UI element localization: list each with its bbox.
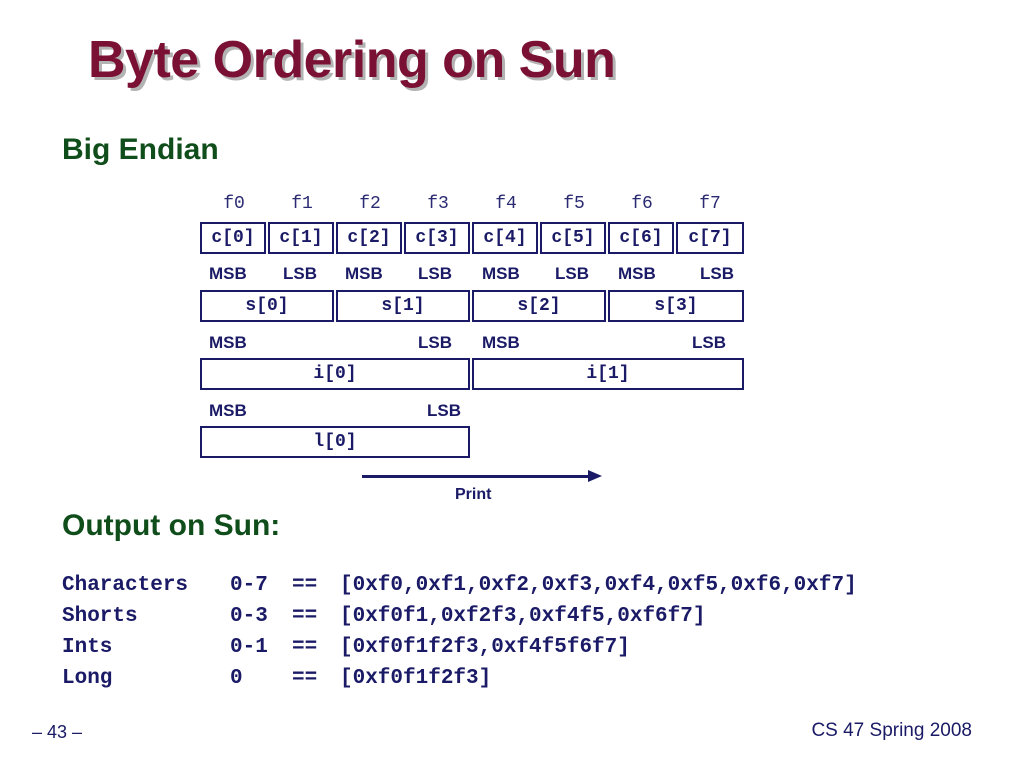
address-label: f1 <box>291 194 313 214</box>
output-value: [0xf0f1f2f3] <box>340 667 492 690</box>
address-label: f6 <box>631 194 653 214</box>
char-cell: c[4] <box>472 222 538 254</box>
address-label: f2 <box>359 194 381 214</box>
output-value: [0xf0f1f2f3,0xf4f5f6f7] <box>340 636 630 659</box>
big-endian-heading: Big Endian <box>62 133 219 166</box>
address-label: f3 <box>427 194 449 214</box>
output-range: 0-7 <box>230 574 268 597</box>
lsb-label: LSB <box>418 264 452 283</box>
msb-label: MSB <box>209 333 247 352</box>
address-label: f7 <box>699 194 721 214</box>
lsb-label: LSB <box>555 264 589 283</box>
short-cell: s[2] <box>472 290 606 322</box>
address-label: f5 <box>563 194 585 214</box>
output-row: Ints 0-1 == [0xf0f1f2f3,0xf4f5f6f7] <box>62 632 857 663</box>
char-cell: c[5] <box>540 222 606 254</box>
output-value: [0xf0f1,0xf2f3,0xf4f5,0xf6f7] <box>340 605 706 628</box>
output-op: == <box>292 574 318 597</box>
output-op: == <box>292 636 318 659</box>
output-op: == <box>292 605 318 628</box>
char-cell: c[0] <box>200 222 266 254</box>
char-cell: c[6] <box>608 222 674 254</box>
print-label: Print <box>455 486 492 503</box>
output-type: Characters <box>62 574 189 597</box>
short-cell: s[0] <box>200 290 334 322</box>
output-value: [0xf0,0xf1,0xf2,0xf3,0xf4,0xf5,0xf6,0xf7… <box>340 574 857 597</box>
short-cell: s[1] <box>336 290 470 322</box>
msb-label: MSB <box>209 401 247 420</box>
output-range: 0 <box>230 667 243 690</box>
lsb-label: LSB <box>692 333 726 352</box>
msb-label: MSB <box>345 264 383 283</box>
output-row: Shorts 0-3 == [0xf0f1,0xf2f3,0xf4f5,0xf6f7] <box>62 601 857 632</box>
msb-label: MSB <box>618 264 656 283</box>
output-range: 0-1 <box>230 636 268 659</box>
output-listing: Characters 0-7 == [0xf0,0xf1,0xf2,0xf3,0xf4… <box>62 570 857 694</box>
address-label: f0 <box>223 194 245 214</box>
char-cell: c[7] <box>676 222 744 254</box>
address-label: f4 <box>495 194 517 214</box>
msb-label: MSB <box>209 264 247 283</box>
lsb-label: LSB <box>700 264 734 283</box>
output-op: == <box>292 667 318 690</box>
lsb-label: LSB <box>283 264 317 283</box>
print-arrow-line <box>362 475 592 478</box>
msb-label: MSB <box>482 264 520 283</box>
output-row: Long 0 == [0xf0f1f2f3] <box>62 663 857 694</box>
char-cell: c[1] <box>268 222 334 254</box>
lsb-label: LSB <box>427 401 461 420</box>
output-range: 0-3 <box>230 605 268 628</box>
output-row: Characters 0-7 == [0xf0,0xf1,0xf2,0xf3,0xf4… <box>62 570 857 601</box>
output-type: Shorts <box>62 605 138 628</box>
arrow-right-icon <box>588 470 602 482</box>
msb-label: MSB <box>482 333 520 352</box>
char-cell: c[2] <box>336 222 402 254</box>
course-label: CS 47 Spring 2008 <box>811 720 972 741</box>
short-cell: s[3] <box>608 290 744 322</box>
char-cell: c[3] <box>404 222 470 254</box>
slide-title: Byte Ordering on Sun <box>88 31 616 89</box>
output-heading: Output on Sun: <box>62 509 281 542</box>
int-cell: i[1] <box>472 358 744 390</box>
output-type: Ints <box>62 636 113 659</box>
output-type: Long <box>62 667 113 690</box>
page-number: – 43 – <box>32 722 83 742</box>
int-cell: i[0] <box>200 358 470 390</box>
long-cell: l[0] <box>200 426 470 458</box>
lsb-label: LSB <box>418 333 452 352</box>
